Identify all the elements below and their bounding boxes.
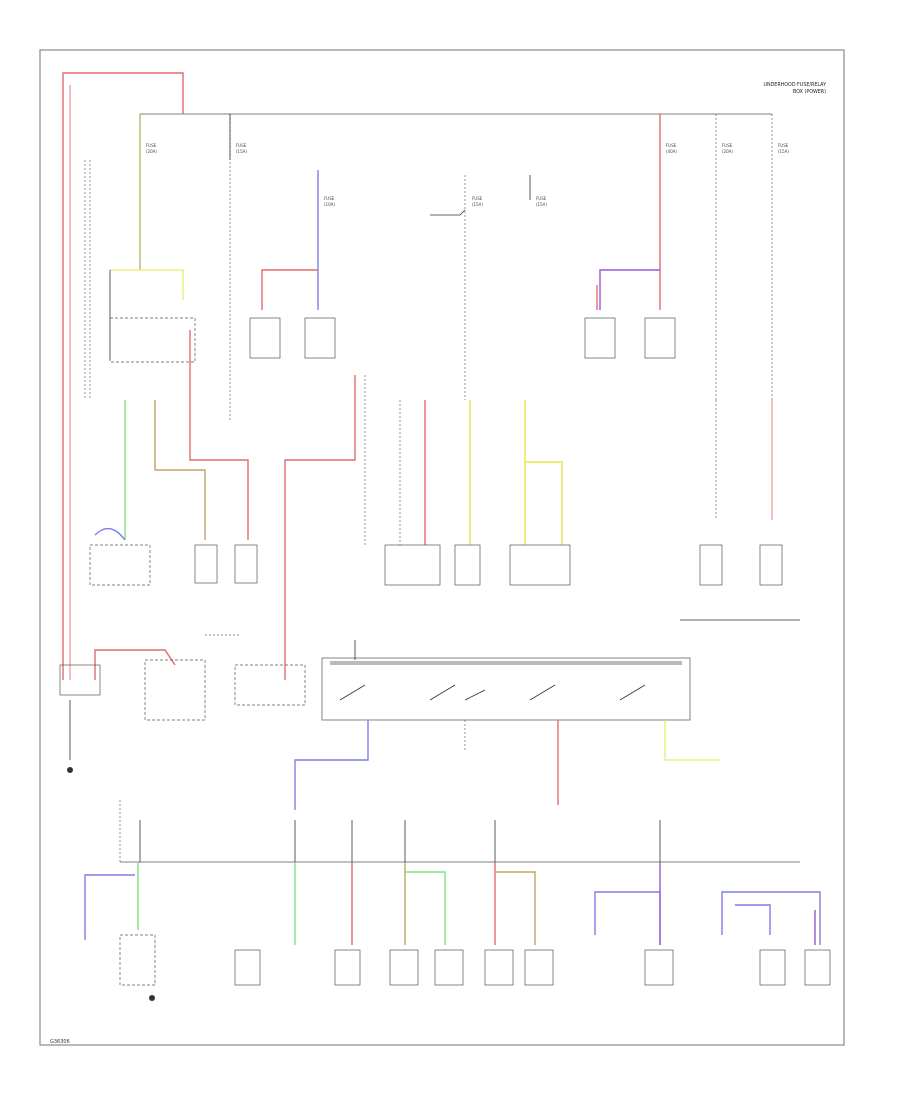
starter-box — [144, 659, 206, 721]
wire-battery-feed — [62, 72, 184, 680]
footer-code: G36306 — [50, 1039, 70, 1045]
component-ul-2 — [304, 317, 336, 359]
svg-text:FUSE: FUSE — [666, 143, 677, 148]
svg-text:(15A): (15A) — [778, 149, 789, 154]
svg-text:(15A): (15A) — [236, 149, 247, 154]
svg-text:FUSE: FUSE — [324, 196, 335, 201]
wire-blue-ign — [294, 720, 369, 810]
svg-text:FUSE: FUSE — [146, 143, 157, 148]
battery — [59, 664, 101, 696]
svg-text:(40A): (40A) — [666, 149, 677, 154]
ignition-switch-contacts — [339, 640, 646, 701]
svg-text:FUSE: FUSE — [536, 196, 547, 201]
top-fuse-drops — [139, 114, 773, 420]
svg-text:(10A): (10A) — [324, 202, 335, 207]
header-line2: BOX (POWER) — [793, 89, 826, 95]
svg-text:FUSE: FUSE — [778, 143, 789, 148]
middle-tier-wires — [124, 330, 773, 680]
wire-yellow-ign — [664, 720, 720, 761]
component-ur-2 — [644, 317, 676, 359]
relay-box-mid — [234, 664, 306, 706]
header-line1: UNDERHOOD FUSE/RELAY — [764, 82, 827, 88]
svg-text:FUSE: FUSE — [722, 143, 733, 148]
lower-fuse-drops — [139, 820, 661, 862]
component-ul-1 — [249, 317, 281, 359]
relay-box-ul — [109, 317, 196, 363]
switch-line — [430, 209, 466, 216]
diagram-frame — [39, 49, 845, 1046]
ignition-switch-box — [321, 657, 691, 721]
svg-text:(15A): (15A) — [536, 202, 547, 207]
wire-purple — [599, 269, 660, 310]
wire-battery-loop — [94, 649, 176, 680]
svg-text:(20A): (20A) — [722, 149, 733, 154]
component-ur-1 — [584, 317, 616, 359]
wire-red-pair — [261, 269, 318, 310]
mid-tier-components — [89, 527, 800, 621]
svg-text:(20A): (20A) — [146, 149, 157, 154]
bottom-components — [119, 934, 831, 1001]
bottom-wires — [84, 862, 821, 945]
svg-text:FUSE: FUSE — [236, 143, 247, 148]
wire-upper-left-yellow — [110, 269, 184, 300]
svg-text:FUSE: FUSE — [472, 196, 483, 201]
upper-fuse-labels: FUSE(20A) FUSE(15A) FUSE(10A) FUSE(15A) … — [146, 143, 789, 207]
svg-text:(15A): (15A) — [472, 202, 483, 207]
ground-point — [67, 767, 73, 773]
